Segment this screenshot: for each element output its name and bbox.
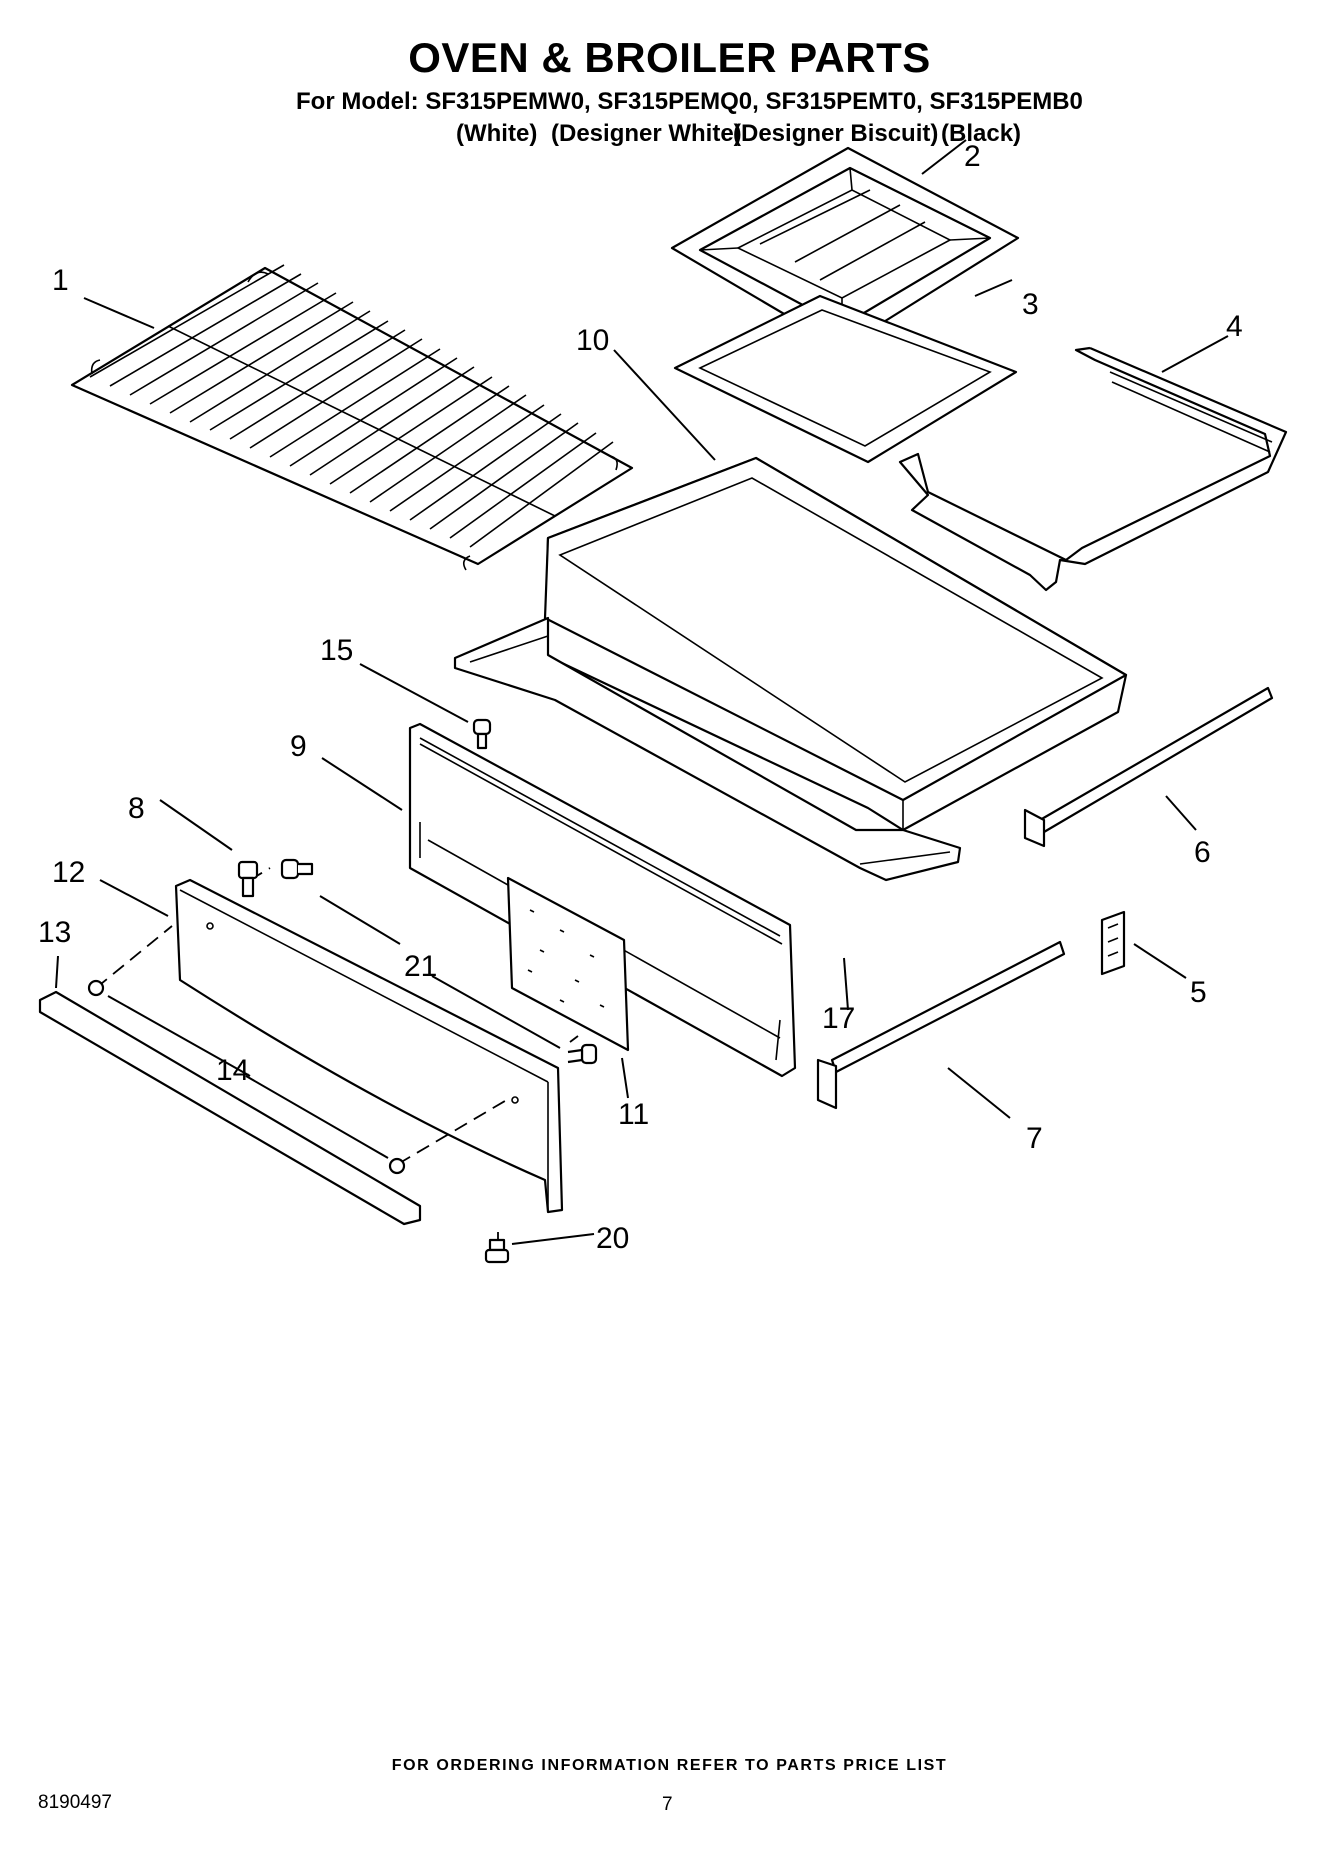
page-title: OVEN & BROILER PARTS bbox=[408, 34, 931, 81]
callout-14: 14 bbox=[216, 1054, 249, 1087]
broiler-pan-support bbox=[898, 346, 1288, 592]
color-black: (Black) bbox=[941, 120, 1022, 147]
callout-9: 9 bbox=[290, 730, 307, 763]
screw-8 bbox=[237, 860, 259, 898]
drawer-slide-left bbox=[816, 940, 1066, 1110]
callout-2: 2 bbox=[964, 140, 981, 173]
slide-clip bbox=[1100, 910, 1126, 976]
callout-7: 7 bbox=[1026, 1122, 1043, 1155]
callout-11: 11 bbox=[618, 1098, 649, 1131]
callout-4: 4 bbox=[1226, 310, 1243, 343]
oven-rack bbox=[70, 264, 634, 571]
drawer-front-panel bbox=[174, 878, 564, 1214]
callout-1: 1 bbox=[52, 264, 69, 297]
callout-21: 21 bbox=[404, 950, 437, 983]
callout-20: 20 bbox=[596, 1222, 629, 1255]
drawer-slide-right bbox=[1023, 686, 1274, 848]
color-designer-biscuit: (Designer Biscuit) bbox=[733, 120, 939, 147]
screw-15 bbox=[472, 718, 492, 750]
drawer-handle-trim bbox=[38, 990, 422, 1226]
drawer-insulation bbox=[506, 876, 630, 1052]
callout-13: 13 bbox=[38, 916, 71, 949]
leader-lines bbox=[55, 139, 1229, 1245]
color-designer-white: (Designer White) bbox=[551, 120, 742, 147]
callout-15: 15 bbox=[320, 634, 353, 667]
model-line: For Model: SF315PEMW0, SF315PEMQ0, SF315… bbox=[296, 88, 1083, 115]
nut-14-left bbox=[87, 979, 105, 997]
callout-10: 10 bbox=[576, 324, 609, 357]
callout-5: 5 bbox=[1190, 976, 1207, 1009]
callout-17: 17 bbox=[822, 1002, 855, 1035]
callout-3: 3 bbox=[1022, 288, 1039, 321]
page-number: 7 bbox=[662, 1794, 673, 1815]
callout-6: 6 bbox=[1194, 836, 1211, 869]
color-white: (White) bbox=[456, 120, 538, 147]
screw-20 bbox=[484, 1238, 510, 1264]
broiler-drawer bbox=[453, 456, 1128, 882]
screw-21-lower bbox=[567, 1043, 598, 1065]
callout-8: 8 bbox=[128, 792, 145, 825]
callout-12: 12 bbox=[52, 856, 85, 889]
document-number: 8190497 bbox=[38, 1792, 112, 1813]
screw-21-upper bbox=[280, 858, 314, 880]
ordering-note: FOR ORDERING INFORMATION REFER TO PARTS … bbox=[391, 1757, 948, 1774]
broiler-insert bbox=[673, 294, 1018, 464]
broiler-pan bbox=[670, 146, 1020, 350]
nut-14-right bbox=[388, 1157, 406, 1175]
